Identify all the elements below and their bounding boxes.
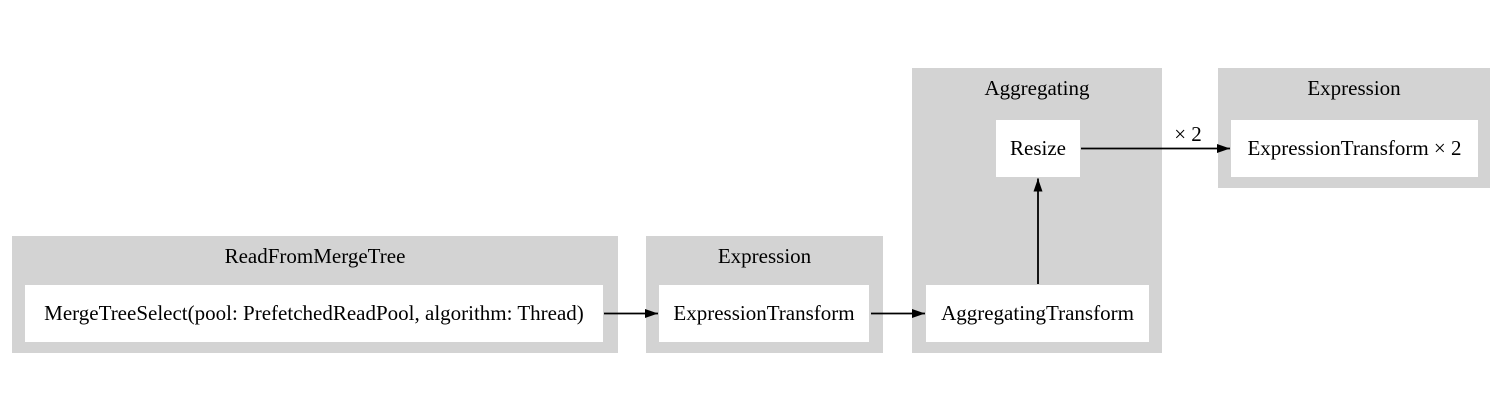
edge-label-x2: × 2 <box>1174 122 1202 146</box>
node-merge-tree-select: MergeTreeSelect(pool: PrefetchedReadPool… <box>25 285 603 342</box>
cluster-title: Expression <box>1307 76 1401 100</box>
cluster-title: Aggregating <box>984 76 1090 100</box>
node-expression-transform-x2: ExpressionTransform × 2 <box>1231 120 1478 177</box>
node-resize: Resize <box>996 120 1080 177</box>
node-expression-transform: ExpressionTransform <box>659 285 869 342</box>
cluster-title: ReadFromMergeTree <box>224 244 406 268</box>
cluster-title: Expression <box>717 244 812 268</box>
node-aggregating-transform: AggregatingTransform <box>926 285 1149 342</box>
